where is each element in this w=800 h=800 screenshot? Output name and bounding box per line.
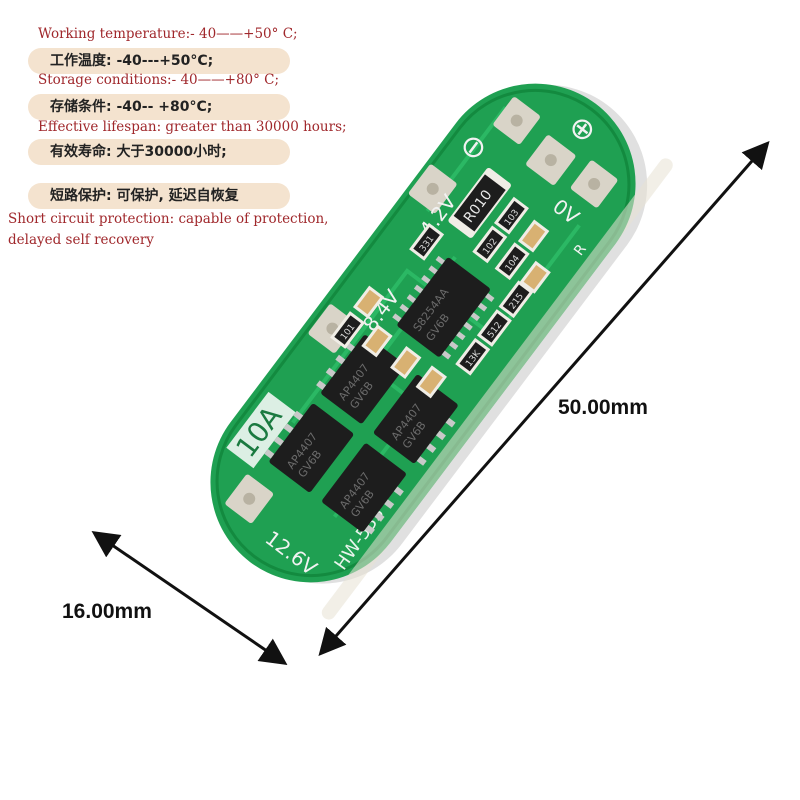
solder-pad-minus [493,97,540,145]
working-temperature-en: Working temperature:- 40——+50° C; [38,26,298,42]
length-dimension-arrow [318,140,770,657]
lifespan-cn: 有效寿命: 大于30000小时; [28,139,290,165]
working-temperature-cn: 工作温度: -40---+50°C; [28,48,290,74]
current-rating-box [226,391,296,469]
lifespan-en: Effective lifespan: greater than 30000 h… [38,119,347,135]
short-circuit-en-line2: delayed self recovery [8,232,154,248]
short-circuit-cn: 短路保护: 可保护, 延迟自恢复 [28,183,290,209]
storage-conditions-cn: 存储条件: -40-- +80°C; [28,94,290,120]
width-dimension-arrow [91,530,288,666]
width-dimension-label: 16.00mm [62,600,152,623]
length-dimension-label: 50.00mm [558,396,648,419]
short-circuit-en-line1: Short circuit protection: capable of pro… [8,211,329,227]
solder-pad-12v6 [225,474,274,524]
storage-conditions-en: Storage conditions:- 40——+80° C; [38,72,280,88]
